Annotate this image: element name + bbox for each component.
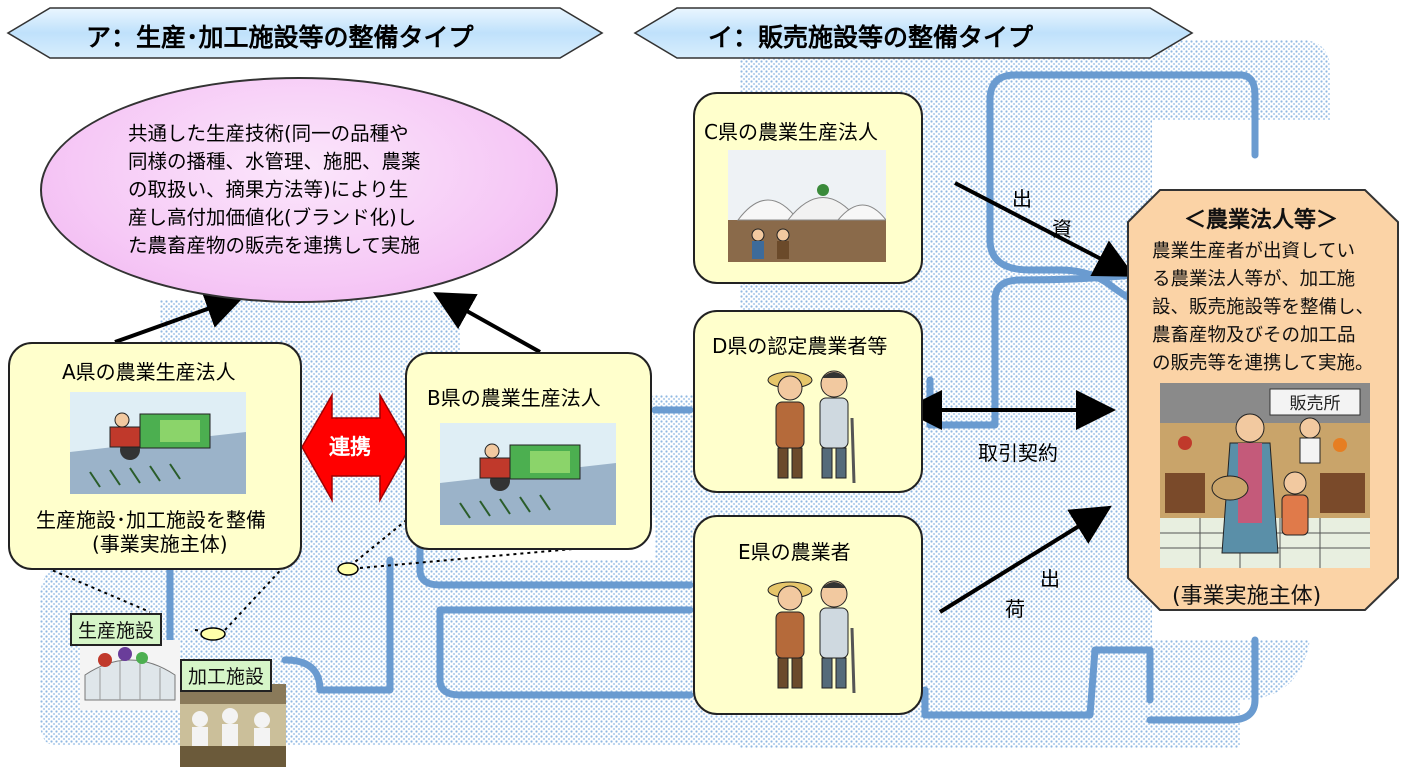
card-c-title: C県の農業生産法人 <box>704 120 878 144</box>
investment-label-2: 資 <box>1052 217 1072 241</box>
card-b-title: B県の農業生産法人 <box>427 386 601 410</box>
rice-planter-image-a <box>70 392 246 494</box>
corp-line: 農業生産者が出資してい <box>1152 241 1355 262</box>
processing-facility-tag: 加工施設 <box>180 659 273 692</box>
farmers-couple-image-e <box>762 568 862 698</box>
card-prefecture-d <box>693 310 923 493</box>
corp-line: 農畜産物及びその加工品 <box>1152 325 1356 346</box>
oval-line: 同様の播種、水管理、施肥、農薬 <box>128 150 421 173</box>
contract-label: 取引契約 <box>978 441 1058 465</box>
card-e-title: E県の農業者 <box>738 540 851 564</box>
shared-tech-text: 共通した生産技術(同一の品種や 同様の播種、水管理、施肥、農薬 の取扱い、摘果方… <box>128 120 498 260</box>
road-lines <box>166 71 1259 724</box>
shared-tech-oval <box>40 77 558 303</box>
oval-line: 共通した生産技術(同一の品種や <box>128 122 409 145</box>
corp-description: 農業生産者が出資してい る農業法人等が、加工施 設、販売施設等を整備し、 農畜産… <box>1152 238 1402 378</box>
greenhouse-farmers-image <box>728 150 886 262</box>
shop-sign-text: 販売所 <box>1290 394 1341 414</box>
corp-line: の販売等を連携して実施。 <box>1152 353 1374 374</box>
shipment-label-1: 出 <box>1040 567 1060 591</box>
oval-line: 産し高付加価値化(ブランド化)し <box>128 206 417 229</box>
processing-facility-image <box>180 684 286 767</box>
production-facility-tag: 生産施設 <box>70 613 163 646</box>
connector-node-a <box>200 627 226 641</box>
banner-a-shape <box>6 7 604 59</box>
card-d-title: D県の認定農業者等 <box>712 334 888 358</box>
production-facility-image <box>80 640 180 710</box>
corp-line: 設、販売施設等を整備し、 <box>1152 297 1375 318</box>
card-a-caption: 生産施設･加工施設を整備 <box>36 508 266 532</box>
renkei-label: 連携 <box>329 435 371 459</box>
corp-title: ＜農業法人等＞ <box>1184 208 1339 233</box>
rice-planter-image-b <box>440 423 616 525</box>
farmers-couple-image-d <box>762 358 862 488</box>
card-a-role: (事業実施主体) <box>92 532 228 556</box>
oval-line: の取扱い、摘果方法等)により生 <box>128 178 409 201</box>
card-prefecture-e <box>693 515 923 715</box>
sales-shop-image: 販売所 <box>1160 383 1370 568</box>
arrows <box>114 181 1136 614</box>
oval-line: た農畜産物の販売を連携して実施 <box>128 234 420 257</box>
banner-i-shape <box>633 7 1194 59</box>
corp-role: (事業実施主体) <box>1172 584 1322 609</box>
banner-i-title: イ：販売施設等の整備タイプ <box>708 23 1034 52</box>
corp-line: る農業法人等が、加工施 <box>1152 269 1356 290</box>
banner-a-title: ア：生産･加工施設等の整備タイプ <box>86 23 474 52</box>
investment-label-1: 出 <box>1012 187 1032 211</box>
connector-node-b <box>337 562 359 576</box>
shipment-label-2: 荷 <box>1005 597 1025 621</box>
card-a-title: A県の農業生産法人 <box>62 360 236 384</box>
